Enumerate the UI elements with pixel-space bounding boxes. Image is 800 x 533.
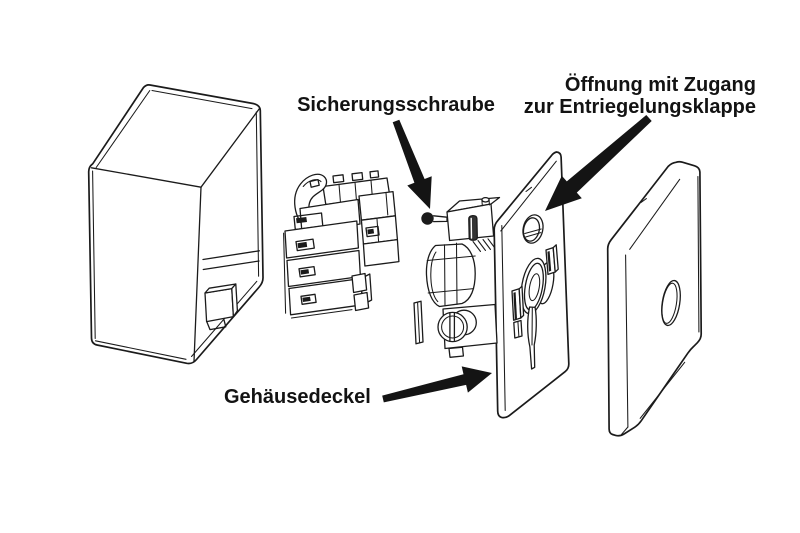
label-securing-screw: Sicherungsschraube <box>297 94 495 116</box>
cover-slot-left <box>511 285 525 339</box>
securing-screw <box>421 212 434 225</box>
spindle-hole <box>661 279 681 327</box>
fixing-screw-bracket <box>437 303 498 358</box>
securing-screw-assembly <box>421 196 501 358</box>
arrow-to-securing-screw-icon <box>392 119 432 209</box>
label-flap-opening-line1: Öffnung mit Zugang <box>565 73 756 96</box>
housing-box <box>87 84 264 365</box>
box-interior-edge <box>202 250 260 261</box>
inner-mechanism <box>283 170 424 345</box>
terminal-housing <box>358 190 400 267</box>
locking-pin <box>468 214 478 241</box>
box-clip <box>204 283 239 331</box>
label-flap-opening-line2: zur Entriegelungsklappe <box>524 96 756 118</box>
housing-cover-plate <box>493 151 570 419</box>
callout-arrows <box>382 115 652 403</box>
arrow-to-flap-opening-icon <box>545 115 652 211</box>
cover-slot-upper <box>545 244 559 276</box>
arrow-to-housing-cover-icon <box>382 366 492 403</box>
label-housing-cover: Gehäusedeckel <box>224 386 371 408</box>
fixing-screw-head <box>437 311 468 343</box>
outer-cover-plate <box>606 160 703 437</box>
mechanism-cylinder <box>425 242 476 308</box>
